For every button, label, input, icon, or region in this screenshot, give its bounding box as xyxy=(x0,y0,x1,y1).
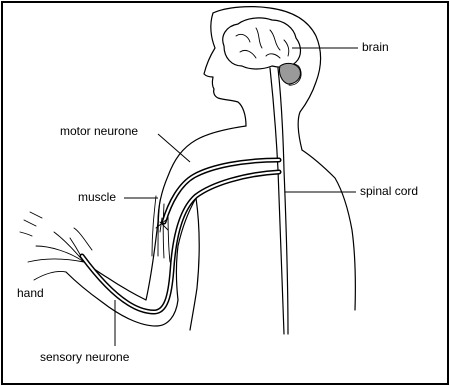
label-muscle: muscle xyxy=(78,190,116,204)
face-profile xyxy=(204,13,246,126)
motor-neurone-core xyxy=(164,160,279,222)
back-outline xyxy=(302,150,355,310)
cerebrum xyxy=(223,18,301,69)
brain-folds xyxy=(236,28,289,58)
hand-fingers xyxy=(28,232,84,280)
label-spinal-cord: spinal cord xyxy=(360,184,418,198)
label-brain: brain xyxy=(362,40,389,54)
label-motor-neurone: motor neurone xyxy=(60,124,138,138)
thumb xyxy=(74,228,92,250)
label-sensory-neurone: sensory neurone xyxy=(40,350,129,364)
motor-neurone-path xyxy=(164,160,279,222)
torso-front xyxy=(190,198,199,330)
forearm-outline xyxy=(84,222,158,300)
hand-lines xyxy=(20,212,42,236)
brain-shape xyxy=(223,18,301,84)
spinal-cord xyxy=(270,68,288,334)
body-outline xyxy=(20,7,355,330)
cerebellum xyxy=(279,63,300,84)
label-hand: hand xyxy=(17,286,44,300)
